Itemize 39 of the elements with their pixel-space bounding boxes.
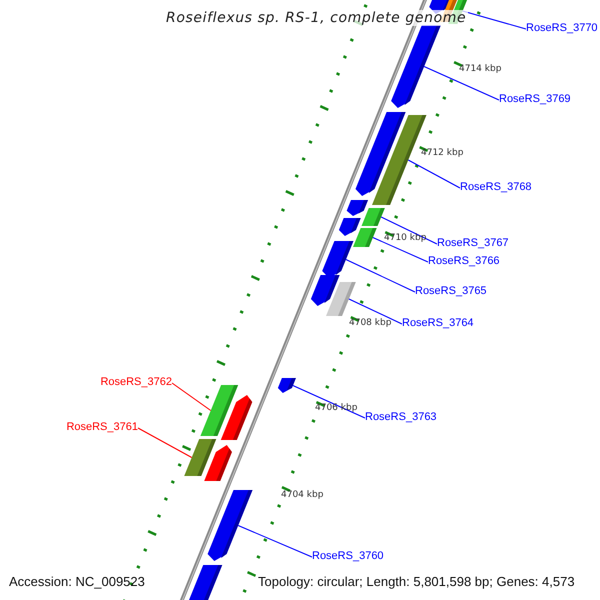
gene-block [200, 385, 238, 436]
leader-line [138, 428, 192, 458]
genome-stats-text: Topology: circular; Length: 5,801,598 bp; Genes: 4,573 [258, 575, 575, 588]
scale-label: 4708 kbp [349, 319, 392, 328]
gene-label: RoseRS_3767 [437, 238, 509, 249]
leader-line [372, 237, 428, 262]
gene-block [322, 241, 354, 278]
gene-label: RoseRS_3760 [312, 551, 384, 562]
gene-label: RoseRS_3766 [428, 256, 500, 267]
leader-line [348, 298, 402, 324]
gene-label: RoseRS_3769 [499, 94, 571, 105]
gene-label: RoseRS_3768 [460, 182, 532, 193]
leader-line [380, 216, 438, 244]
leader-line [292, 385, 366, 418]
gene-block [326, 282, 356, 316]
leader-line [408, 160, 460, 188]
leader-line [424, 66, 500, 100]
accession-text: Accession: NC_009523 [9, 575, 145, 588]
scale-label: 4712 kbp [421, 149, 464, 158]
leader-line [238, 525, 312, 558]
gene-label: RoseRS_3770 [526, 23, 598, 34]
gene-label: RoseRS_3761 [66, 422, 138, 433]
gene-block [362, 208, 385, 226]
gene-block [353, 228, 377, 247]
gene-block [208, 490, 252, 561]
gene-label: RoseRS_3763 [365, 412, 437, 423]
gene-block [184, 439, 216, 476]
gene-label: RoseRS_3762 [100, 377, 172, 388]
gene-block [391, 25, 441, 108]
scale-label: 4710 kbp [384, 234, 426, 243]
leader-line [345, 259, 416, 292]
leader-line [172, 382, 212, 411]
scale-label: 4714 kbp [459, 65, 502, 74]
gene-label: RoseRS_3764 [402, 318, 474, 329]
scale-label: 4706 kbp [315, 404, 358, 413]
gene-block [278, 378, 296, 393]
scale-label: 4704 kbp [281, 491, 324, 500]
gene-label: RoseRS_3765 [415, 286, 487, 297]
title: Roseiflexus sp. RS-1, complete genome [164, 10, 468, 26]
